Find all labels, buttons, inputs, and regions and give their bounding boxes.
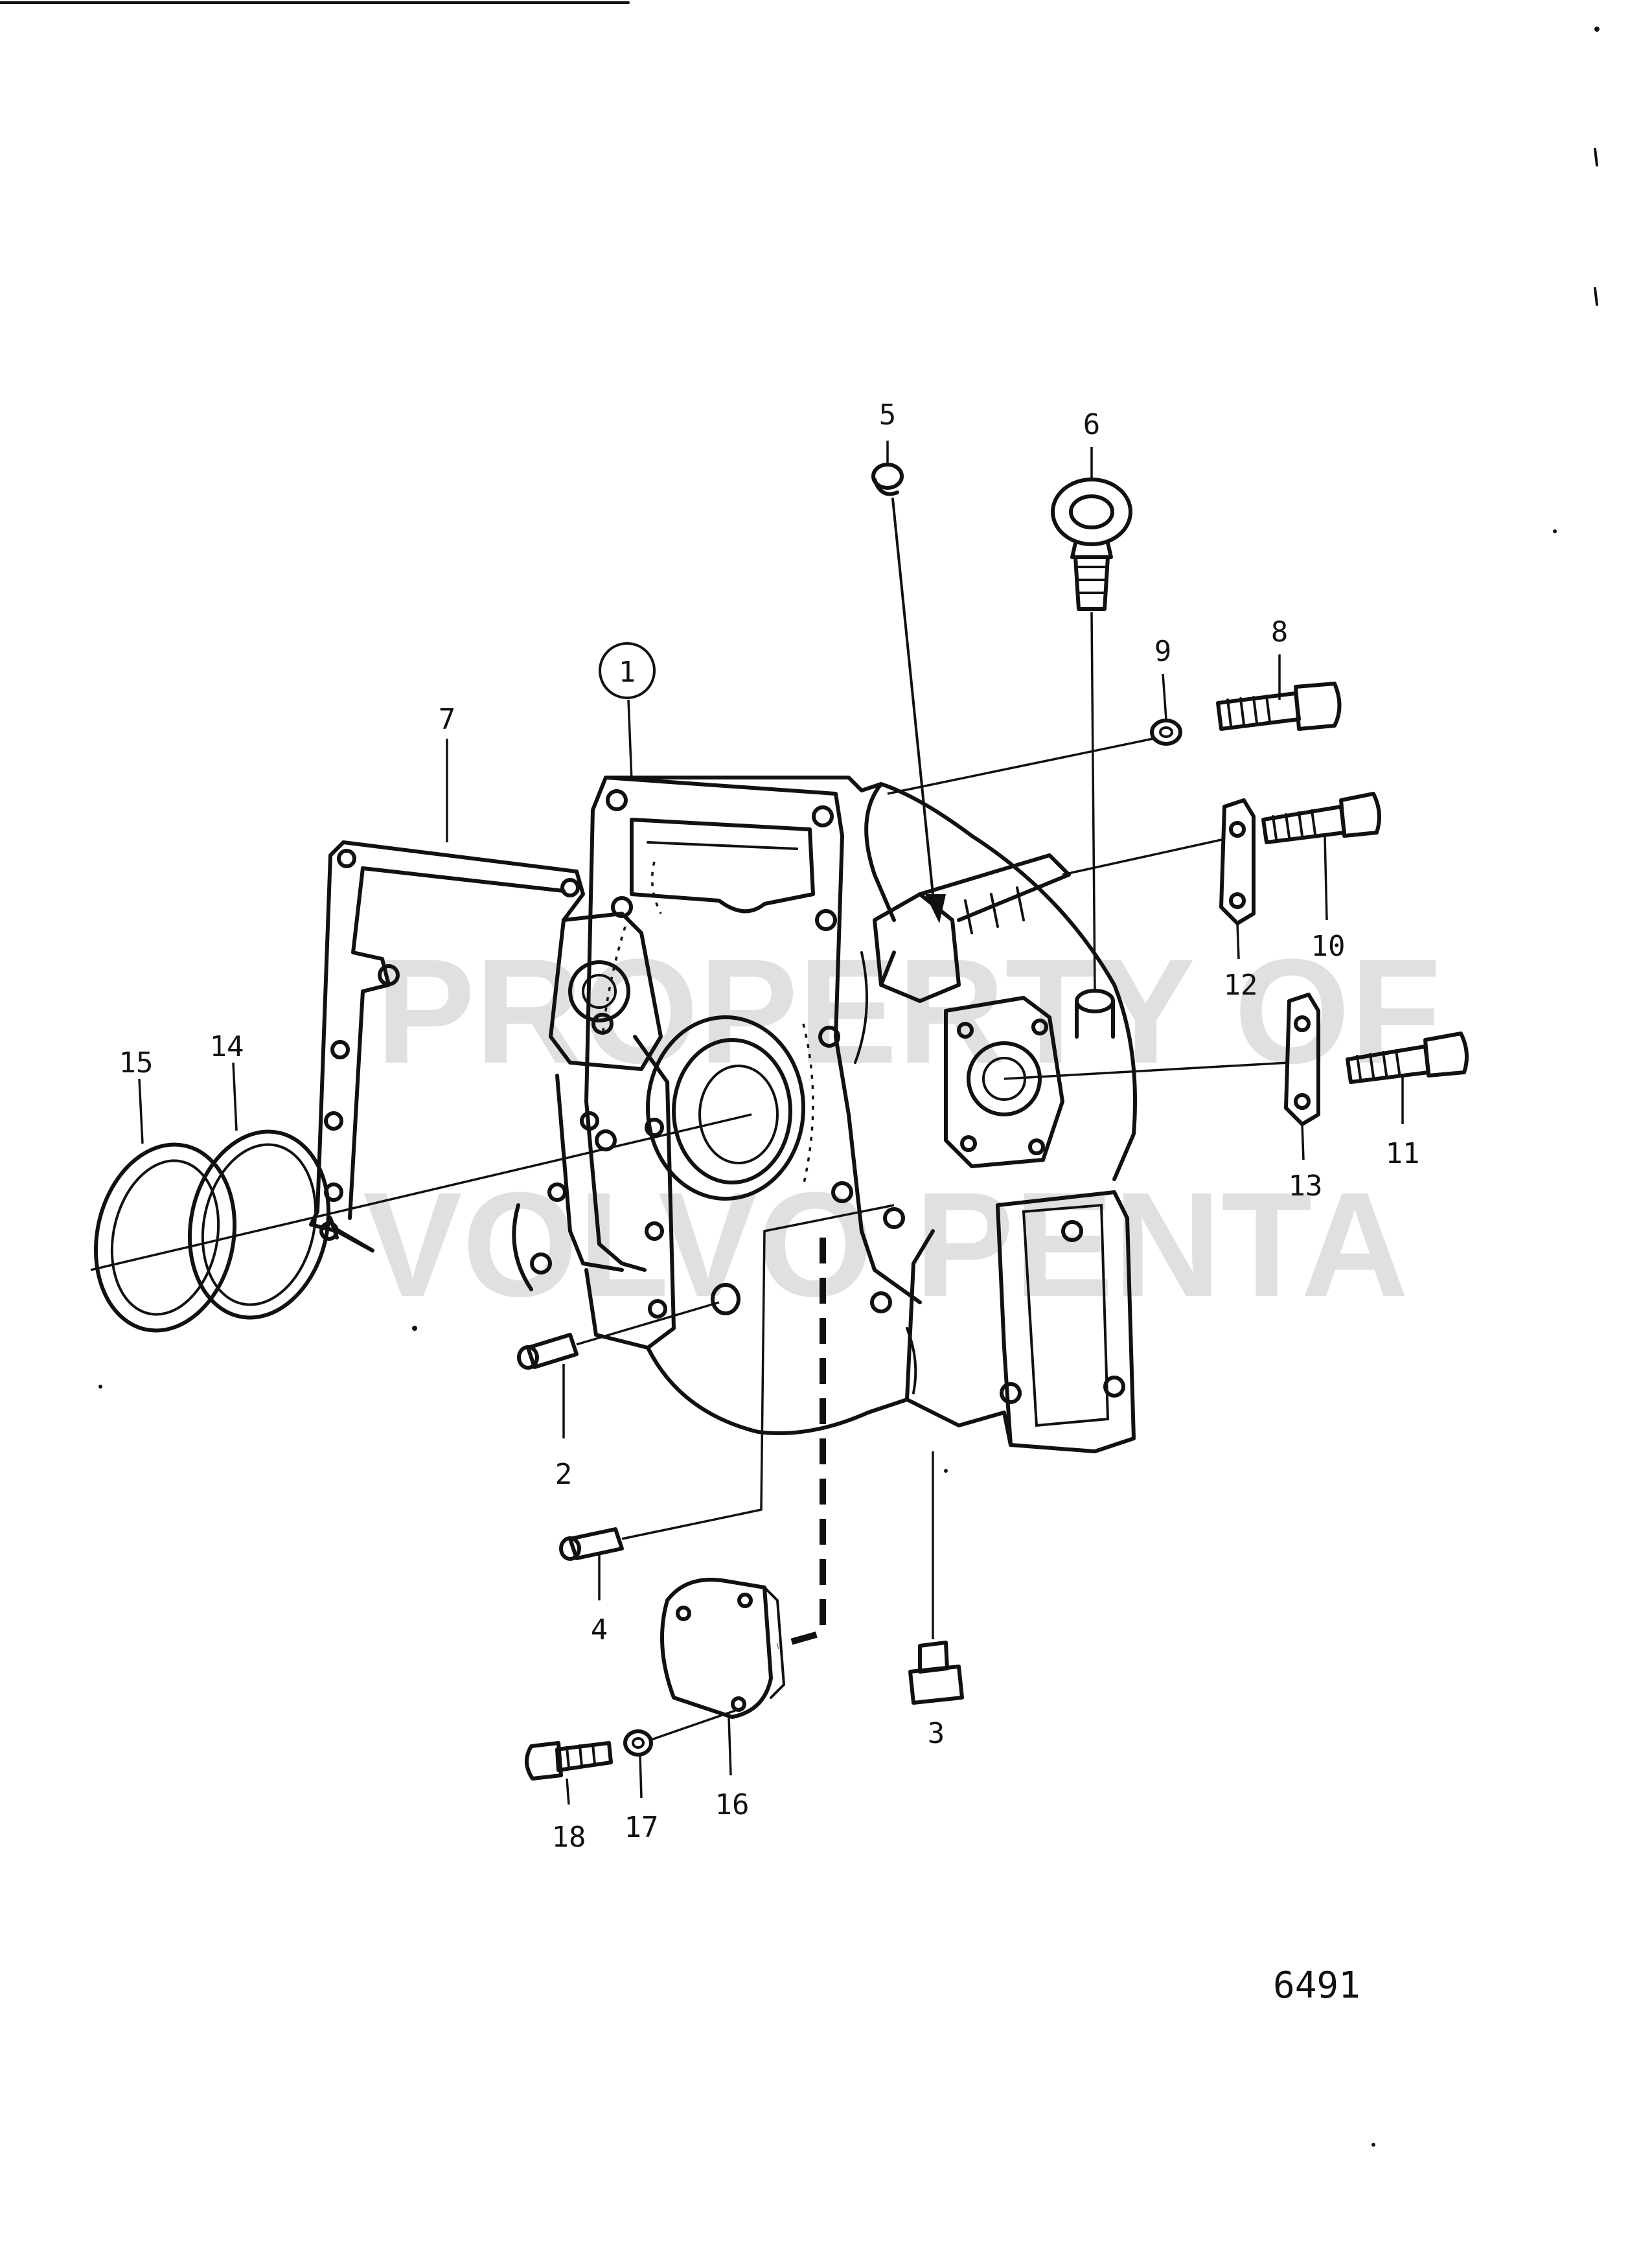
leader-part-10-12	[1062, 838, 1225, 876]
callout-18: 18	[552, 1821, 586, 1854]
seal-ring-part-15	[93, 1142, 237, 1333]
bolt-part-11	[1346, 1032, 1469, 1084]
callout-13: 13	[1289, 1170, 1323, 1203]
washer-part-9	[1150, 719, 1182, 746]
cover-plate-part-13	[1284, 993, 1320, 1126]
flywheel-housing	[512, 776, 1137, 1453]
callout-14: 14	[210, 1030, 244, 1063]
seal-ring-part-14	[187, 1129, 331, 1320]
callout-15: 15	[119, 1046, 154, 1079]
diagram-reference-number: 6491	[1273, 1965, 1360, 2007]
gasket-part-7	[309, 840, 585, 1252]
callout-labels: 1 2 3 4 5 6 7 8 9 10 11 12 13 14 15 16 1…	[119, 398, 1420, 1854]
callout-10: 10	[1311, 930, 1346, 963]
watermark-line-1: PROPERTY OF	[376, 928, 1441, 1094]
callout-3: 3	[928, 1717, 945, 1750]
dowel-pin-part-4	[559, 1204, 895, 1561]
watermark-line-2: VOLVO PENTA	[363, 1161, 1408, 1328]
bolt-part-10	[1261, 792, 1381, 844]
crank-axis-line	[90, 1113, 752, 1271]
watermark: PROPERTY OF VOLVO PENTA	[363, 928, 1441, 1328]
callout-11: 11	[1386, 1137, 1420, 1170]
callout-leaders	[138, 441, 1404, 1805]
plug-part-5	[871, 463, 946, 923]
callout-2: 2	[555, 1458, 573, 1491]
cover-part-16	[660, 1238, 826, 1719]
callout-8: 8	[1271, 616, 1289, 649]
bolt-part-8	[1216, 682, 1342, 731]
callout-6: 6	[1083, 408, 1101, 441]
dowel-pin-part-2	[517, 1283, 740, 1370]
callout-circle-1	[599, 642, 656, 699]
callout-9: 9	[1154, 635, 1172, 668]
callout-7: 7	[439, 703, 456, 736]
callout-5: 5	[879, 398, 897, 432]
washer-part-17	[623, 1729, 653, 1757]
leader-part-11-13	[1004, 1061, 1290, 1080]
scan-specks	[98, 27, 1600, 2147]
leader-part-8-9	[887, 737, 1154, 795]
drain-plug-part-3	[908, 1451, 964, 1705]
cover-plate-part-12	[1219, 798, 1256, 925]
callout-12: 12	[1224, 969, 1258, 1002]
callout-4: 4	[591, 1613, 608, 1646]
callout-1: 1	[619, 656, 636, 689]
leader-part-16-18	[650, 1709, 736, 1741]
callout-16: 16	[715, 1788, 750, 1821]
bolt-part-18	[525, 1741, 613, 1781]
callout-17: 17	[625, 1811, 659, 1844]
